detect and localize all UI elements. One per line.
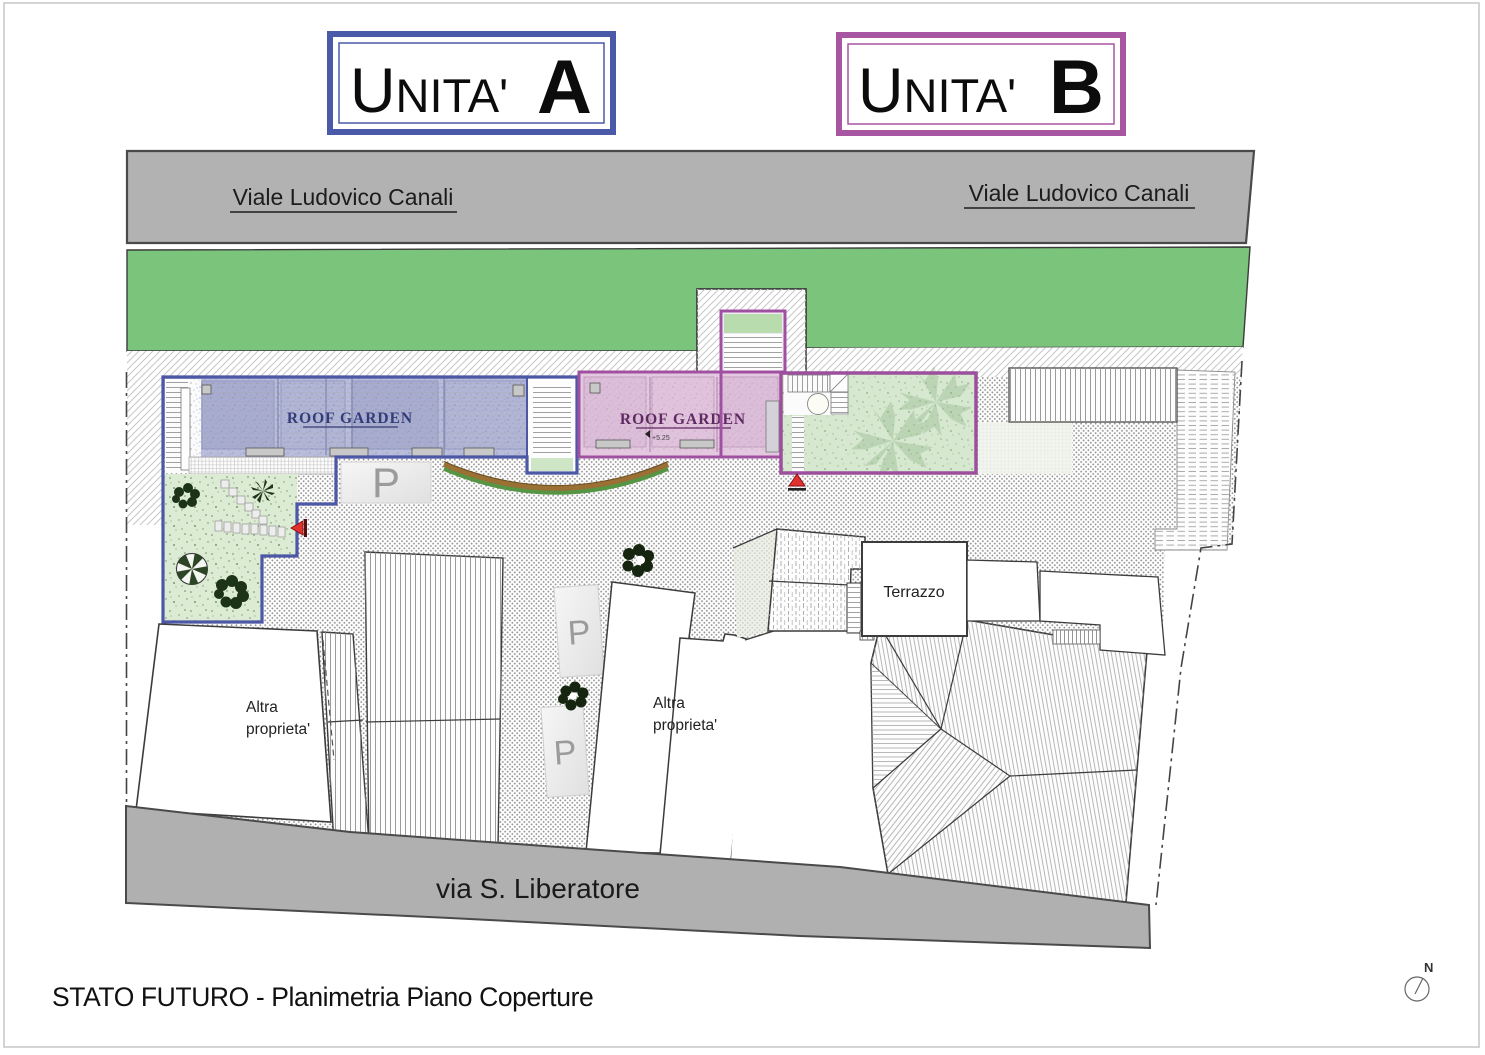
svg-text:ROOF GARDEN: ROOF GARDEN bbox=[620, 411, 746, 428]
svg-text:Altra: Altra bbox=[653, 695, 685, 712]
svg-text:P: P bbox=[552, 733, 577, 772]
svg-text:B: B bbox=[1049, 45, 1104, 130]
svg-text:P: P bbox=[566, 613, 591, 652]
svg-text:proprieta': proprieta' bbox=[246, 721, 310, 738]
svg-text:Terrazzo: Terrazzo bbox=[883, 584, 944, 601]
svg-text:ROOF GARDEN: ROOF GARDEN bbox=[287, 410, 413, 427]
svg-text:A: A bbox=[537, 45, 592, 130]
svg-text:+5.25: +5.25 bbox=[652, 435, 670, 442]
svg-text:P: P bbox=[372, 459, 400, 506]
svg-text:via S. Liberatore: via S. Liberatore bbox=[436, 873, 640, 904]
svg-text:Altra: Altra bbox=[246, 699, 278, 716]
svg-text:proprieta': proprieta' bbox=[653, 717, 717, 734]
svg-text:STATO FUTURO - Planimetria Pia: STATO FUTURO - Planimetria Piano Copertu… bbox=[52, 982, 593, 1012]
svg-text:Viale Ludovico Canali: Viale Ludovico Canali bbox=[969, 180, 1190, 206]
svg-text:N: N bbox=[1424, 960, 1433, 975]
svg-text:Viale Ludovico Canali: Viale Ludovico Canali bbox=[233, 184, 454, 210]
